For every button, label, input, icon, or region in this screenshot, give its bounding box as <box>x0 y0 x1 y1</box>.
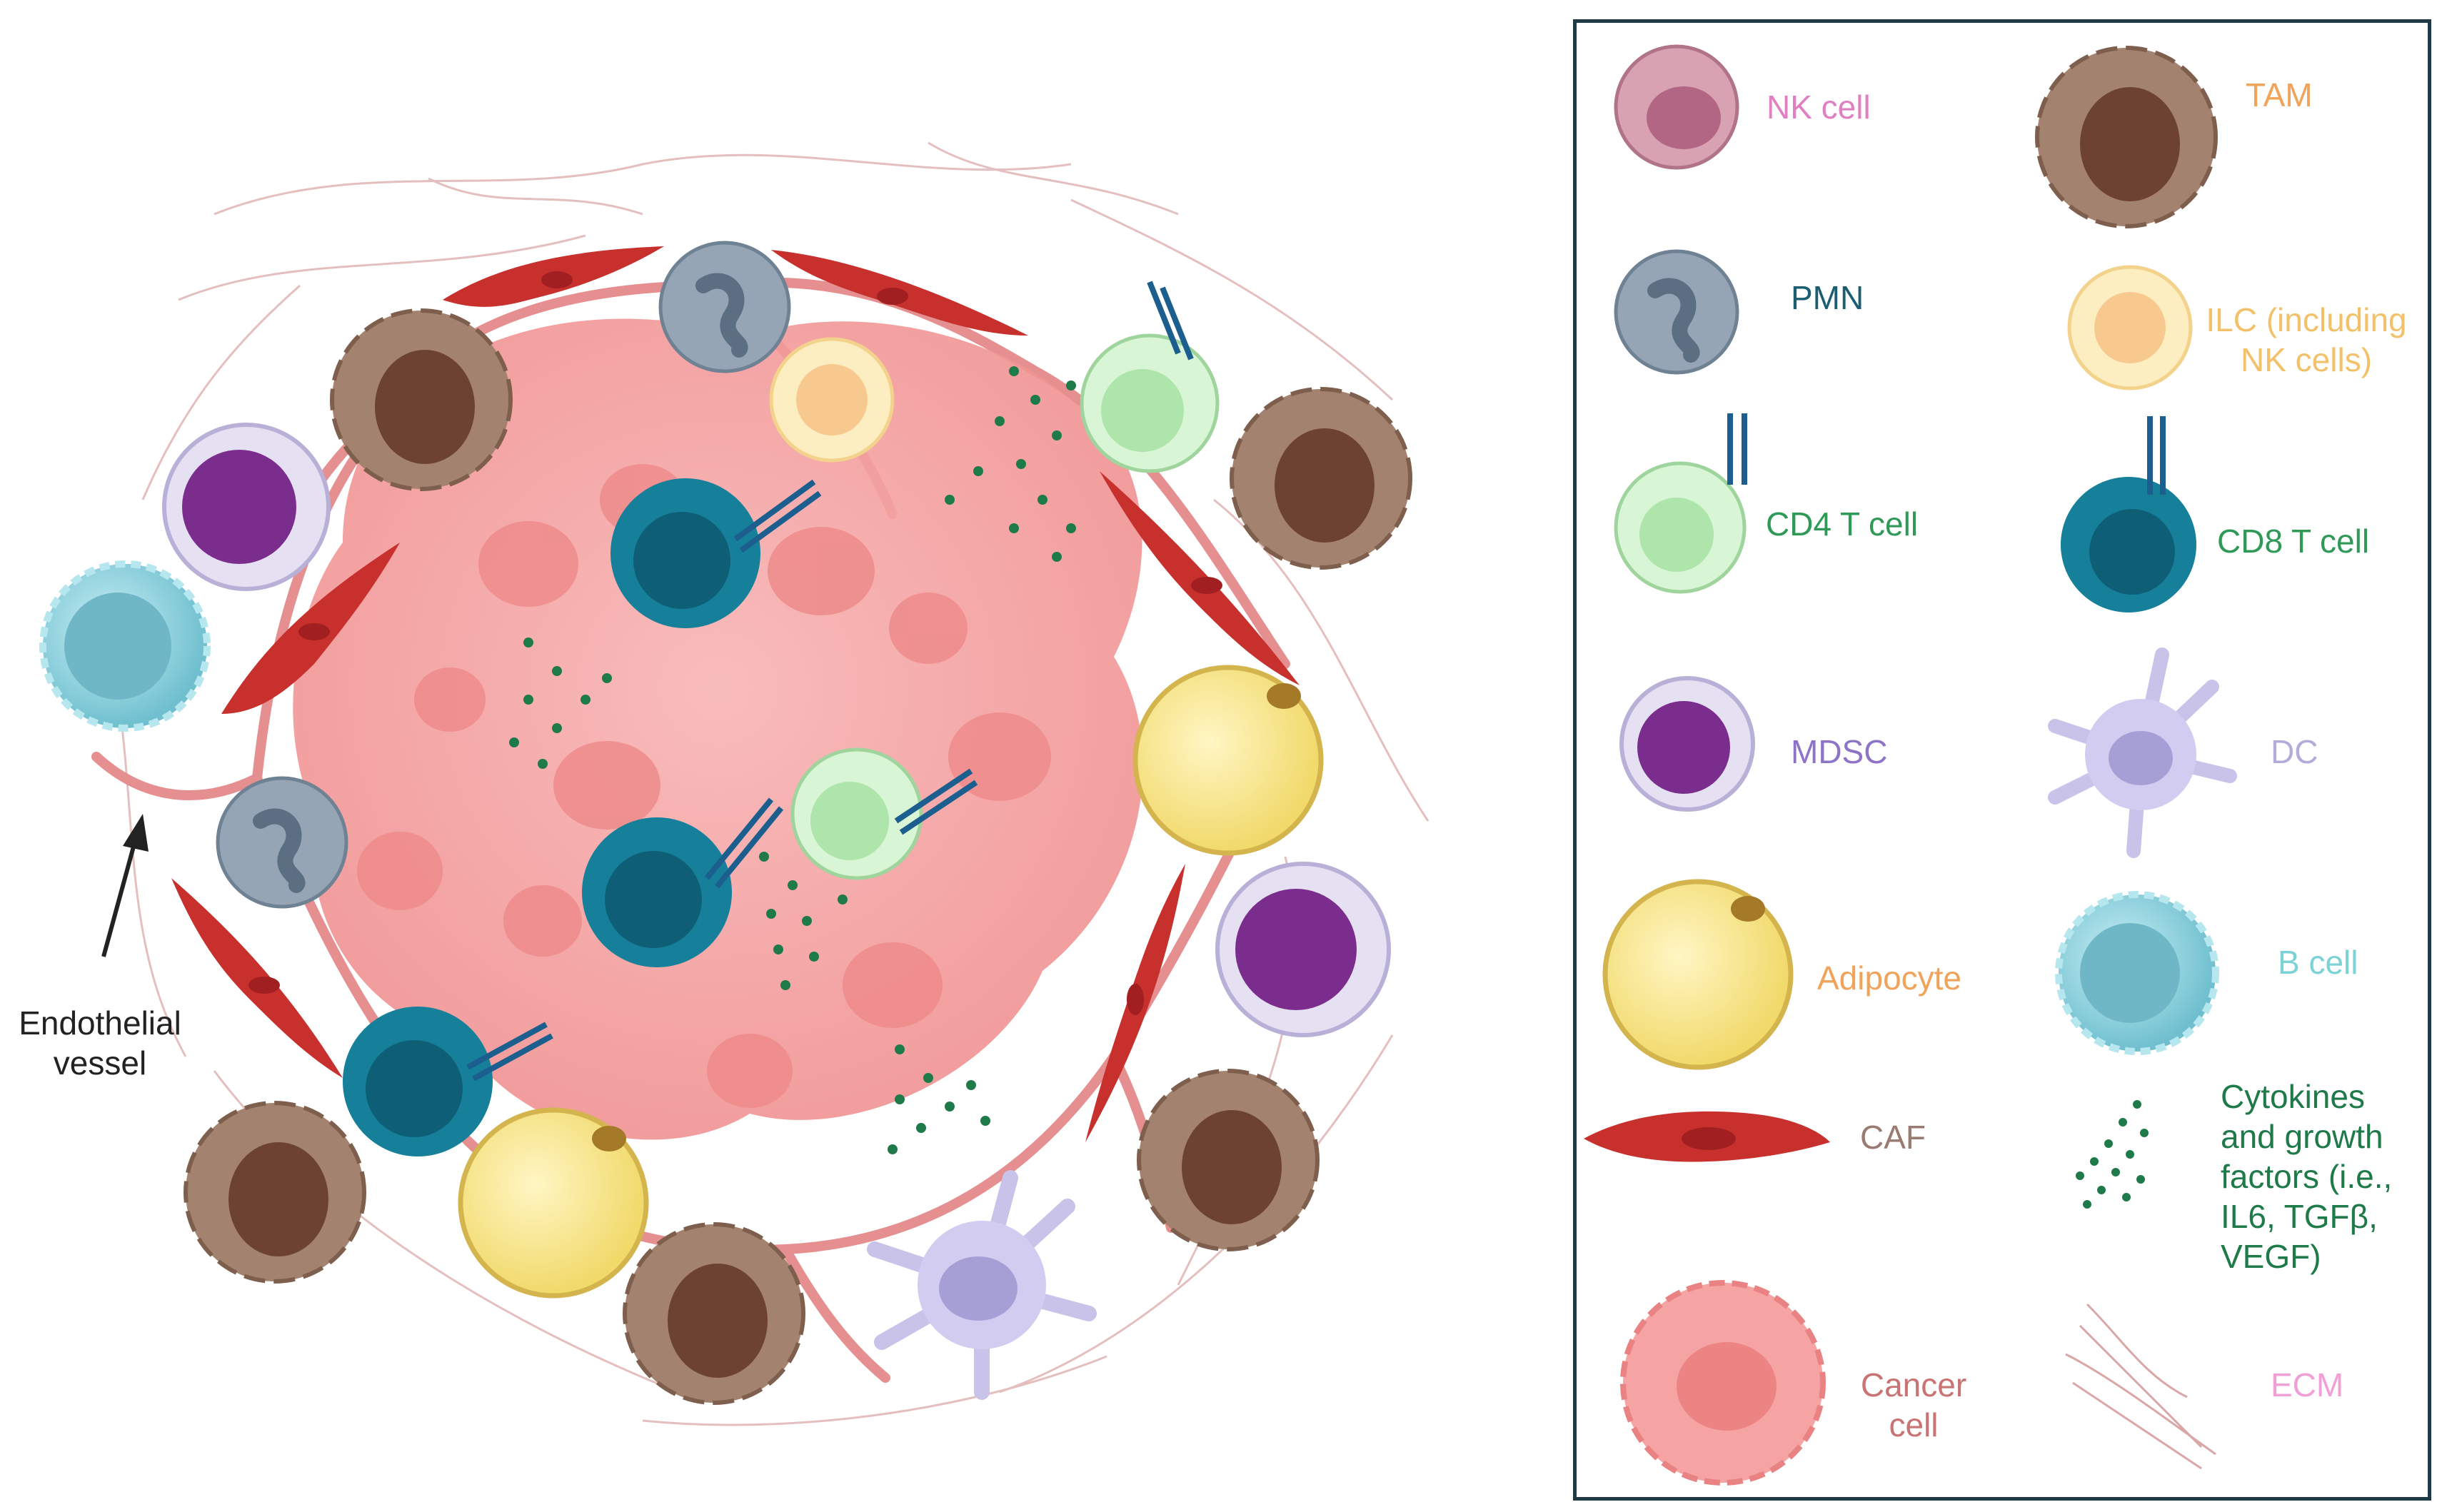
legend-label-cytokines: Cytokines and growth factors (i.e., IL6,… <box>2221 1078 2393 1275</box>
tumor-microenvironment-diagram <box>39 141 1429 1426</box>
legend-label-adipocyte: Adipocyte <box>1817 959 1962 997</box>
legend-cytokine-icon <box>2076 1100 2149 1209</box>
legend-label-cancer-cell: Cancer cell <box>1860 1366 1967 1443</box>
legend-ecm-icon <box>2065 1303 2216 1470</box>
cd8-t-cells <box>343 478 822 1156</box>
legend-label-ilc: ILC (including NK cells) <box>2206 301 2407 378</box>
legend-ilc-icon <box>2067 265 2193 390</box>
legend-icons <box>1584 44 2237 1486</box>
legend-label-cd8-t-cell: CD8 T cell <box>2217 523 2370 560</box>
legend-label-tam: TAM <box>2246 76 2313 114</box>
adipocyte-cells <box>458 665 1324 1299</box>
mdsc-cells <box>162 423 1391 1037</box>
legend-label-ecm: ECM <box>2271 1366 2344 1403</box>
legend-nk-icon <box>1614 44 1739 170</box>
legend-adipocyte-icon <box>1602 879 1794 1070</box>
legend-label-b-cell: B cell <box>2278 944 2358 981</box>
b-cell <box>39 560 211 732</box>
legend-label-caf: CAF <box>1860 1119 1926 1156</box>
caf-cells <box>171 246 1300 1142</box>
legend-label-nk-cell: NK cell <box>1767 89 1871 126</box>
legend-pmn-icon <box>1614 249 1739 375</box>
legend-dc-icon <box>2048 647 2237 858</box>
annotation-arrow <box>101 814 149 957</box>
legend-tam-icon <box>2035 46 2218 228</box>
legend-cd4-icon <box>1614 413 1747 594</box>
legend-cancer-icon <box>1620 1280 1826 1486</box>
ilc-cell <box>769 337 895 463</box>
legend-bcell-icon <box>2055 891 2219 1055</box>
legend-mdsc-icon <box>1619 676 1755 812</box>
pmn-cells <box>216 241 791 909</box>
dc-cell <box>867 1170 1097 1400</box>
legend-label-mdsc: MDSC <box>1791 733 1888 770</box>
legend-cd8-icon <box>2061 416 2196 613</box>
cytokine-dots <box>509 366 1076 1154</box>
endothelial-vessel-label: Endothelial vessel <box>19 1004 181 1082</box>
legend-label-cd4-t-cell: CD4 T cell <box>1766 505 1919 543</box>
legend-label-dc: DC <box>2271 733 2318 770</box>
cd4-t-cells <box>790 281 1220 880</box>
tam-cells <box>184 308 1412 1405</box>
legend-caf-icon <box>1584 1111 1830 1162</box>
legend-label-pmn: PMN <box>1791 279 1864 316</box>
